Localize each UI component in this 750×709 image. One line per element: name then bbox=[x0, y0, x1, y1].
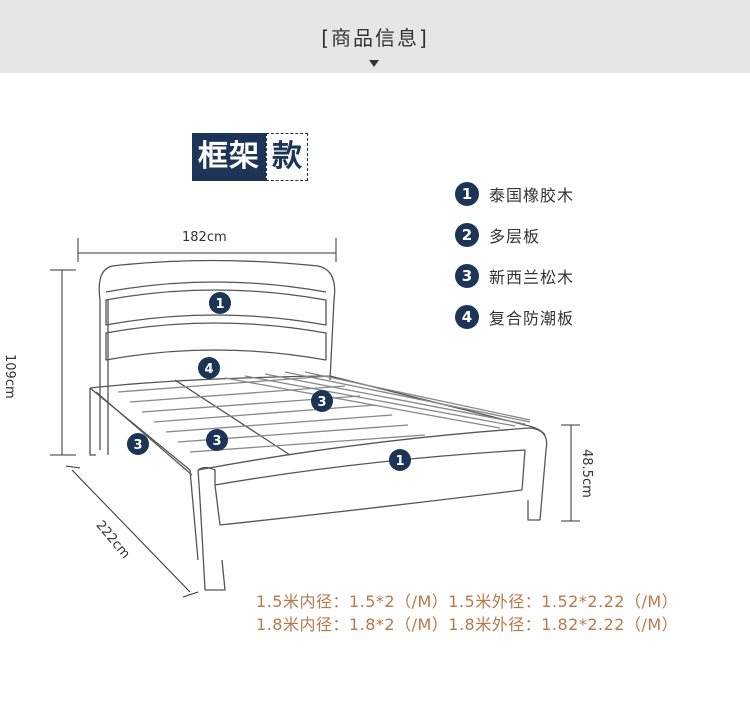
slats-left bbox=[117, 375, 426, 453]
headboard-panel-upper bbox=[105, 289, 327, 326]
headboard-frame bbox=[98, 259, 336, 381]
legend-number: 4 bbox=[455, 304, 479, 329]
legend-item: 2 多层板 bbox=[455, 214, 574, 255]
section-header: [商品信息] bbox=[0, 0, 750, 73]
section-title: [商品信息] bbox=[321, 26, 429, 50]
footboard-top bbox=[197, 427, 548, 521]
caret-down-icon bbox=[369, 60, 379, 67]
marker-slats-left bbox=[206, 429, 228, 451]
marker-slats-center-num: 3 bbox=[317, 395, 326, 410]
marker-headboard bbox=[209, 292, 231, 314]
legend-item: 1 泰国橡胶木 bbox=[455, 173, 574, 214]
badge-style-label: 款 bbox=[266, 133, 308, 181]
marker-headboard-num: 1 bbox=[215, 297, 224, 312]
legend-number: 3 bbox=[455, 263, 479, 288]
left-side-rail-inner bbox=[95, 391, 193, 476]
dimension-height: 109cm bbox=[2, 354, 17, 399]
spec-line-1-5m: 1.5米内径：1.5*2（/M）1.5米外径：1.52*2.22（/M） bbox=[256, 592, 679, 611]
bed-outline bbox=[89, 259, 548, 591]
material-markers bbox=[127, 292, 411, 471]
marker-rail-top-num: 4 bbox=[204, 362, 213, 377]
marker-slats-center bbox=[311, 390, 333, 412]
marker-rail-top bbox=[198, 357, 220, 379]
dimension-width: 182cm bbox=[182, 230, 227, 245]
legend-label: 新西兰松木 bbox=[489, 267, 575, 287]
marker-slats-left-num: 3 bbox=[212, 434, 221, 449]
footboard-panel bbox=[214, 449, 526, 526]
center-divider bbox=[174, 379, 291, 456]
headboard-panel-lower bbox=[105, 322, 327, 361]
legend-number: 2 bbox=[455, 222, 479, 247]
material-legend: 1 泰国橡胶木 2 多层板 3 新西兰松木 4 复合防潮板 bbox=[455, 173, 574, 337]
headboard-left-post bbox=[99, 300, 109, 455]
legend-label: 泰国橡胶木 bbox=[489, 185, 575, 205]
spec-line-1-8m: 1.8米内径：1.8*2（/M）1.8米外径：1.82*2.22（/M） bbox=[256, 615, 679, 634]
marker-footboard bbox=[389, 449, 411, 471]
legend-label: 多层板 bbox=[489, 226, 541, 246]
marker-side-rail-num: 3 bbox=[133, 438, 142, 453]
style-badge: 框架 款 bbox=[192, 133, 308, 181]
legend-item: 3 新西兰松木 bbox=[455, 255, 574, 296]
headboard-top-rail bbox=[105, 281, 327, 293]
badge-frame-label: 框架 bbox=[192, 133, 266, 181]
legend-number: 1 bbox=[455, 181, 479, 206]
slats-right bbox=[224, 371, 531, 429]
legend-label: 复合防潮板 bbox=[489, 308, 575, 328]
dimension-bed-height: 48.5cm bbox=[579, 449, 594, 498]
legend-item: 4 复合防潮板 bbox=[455, 296, 574, 337]
marker-side-rail bbox=[127, 433, 149, 455]
footboard-left-post bbox=[197, 469, 226, 591]
footboard-cap bbox=[197, 466, 216, 485]
marker-footboard-num: 1 bbox=[395, 454, 404, 469]
dimension-lines bbox=[50, 238, 580, 598]
